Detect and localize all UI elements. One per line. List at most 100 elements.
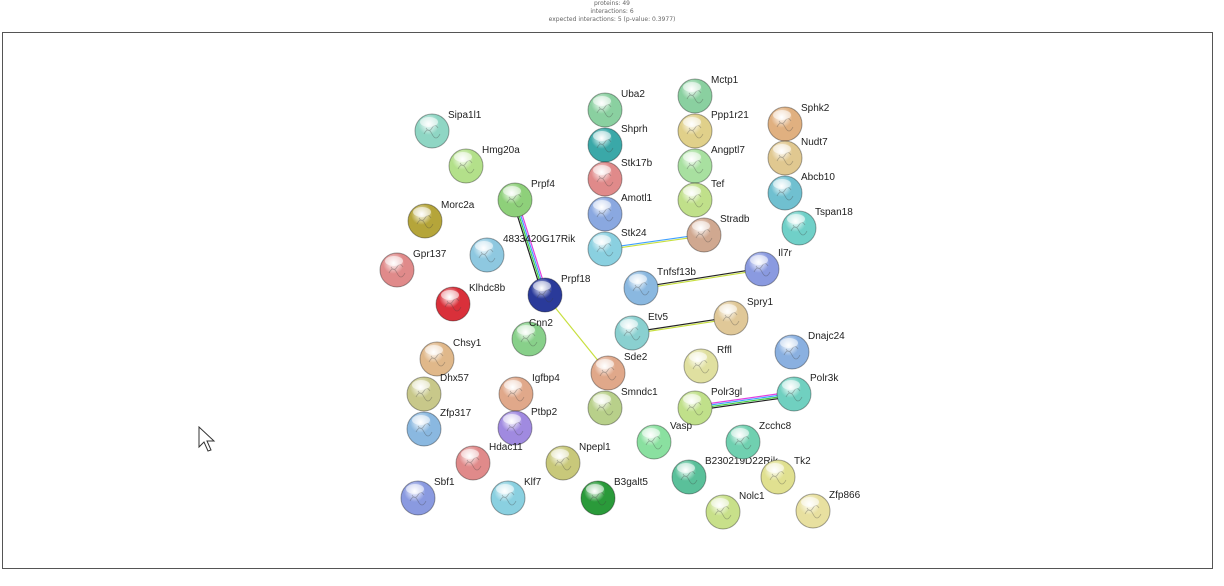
expected-interactions: expected interactions: 5 (p-value: 0.397…	[548, 16, 676, 23]
protein-structure-icon	[589, 492, 607, 506]
protein-label: Nolc1	[739, 491, 765, 502]
protein-node-prpf4[interactable]: Prpf4	[497, 179, 555, 218]
bubble-highlight	[441, 290, 459, 300]
protein-node-sphk2[interactable]: Sphk2	[767, 103, 830, 142]
protein-label: Spry1	[747, 297, 774, 308]
protein-node-rffl[interactable]: Rffl	[683, 345, 732, 384]
protein-node-chsy1[interactable]: Chsy1	[419, 338, 482, 377]
edge-tnfsf13b-il7r[interactable]	[640, 267, 763, 290]
protein-label: Prpf18	[561, 274, 591, 285]
protein-structure-icon	[457, 160, 475, 174]
bubble-highlight	[801, 497, 819, 507]
protein-node-cnn2[interactable]: Cnn2	[511, 318, 553, 357]
protein-node-spry1[interactable]: Spry1	[713, 297, 774, 336]
protein-structure-icon	[695, 229, 713, 243]
protein-node-4833420g17rik[interactable]: 4833420G17Rik	[469, 234, 576, 273]
protein-node-abcb10[interactable]: Abcb10	[767, 172, 835, 211]
protein-node-angptl7[interactable]: Angptl7	[677, 145, 745, 184]
protein-label: Abcb10	[801, 172, 835, 183]
bubble-highlight	[719, 304, 737, 314]
bubble-highlight	[517, 325, 535, 335]
protein-node-zcchc8[interactable]: Zcchc8	[725, 421, 792, 460]
protein-node-etv5[interactable]: Etv5	[614, 312, 668, 351]
protein-node-npepl1[interactable]: Npepl1	[545, 442, 611, 481]
protein-node-mctp1[interactable]: Mctp1	[677, 75, 739, 114]
protein-label: Zfp866	[829, 490, 861, 501]
protein-node-uba2[interactable]: Uba2	[587, 89, 645, 128]
bubble-highlight	[683, 394, 701, 404]
protein-node-b3galt5[interactable]: B3galt5	[580, 477, 648, 516]
protein-structure-icon	[734, 436, 752, 450]
protein-node-nolc1[interactable]: Nolc1	[705, 491, 765, 530]
protein-structure-icon	[596, 104, 614, 118]
protein-node-zfp317[interactable]: Zfp317	[406, 408, 472, 447]
protein-node-ppp1r21[interactable]: Ppp1r21	[677, 110, 749, 149]
protein-structure-icon	[804, 505, 822, 519]
protein-label: Stk24	[621, 228, 647, 239]
protein-node-sbf1[interactable]: Sbf1	[400, 477, 455, 516]
protein-node-polr3gl[interactable]: Polr3gl	[677, 387, 742, 426]
protein-node-vasp[interactable]: Vasp	[636, 421, 692, 460]
protein-structure-icon	[415, 423, 433, 437]
bubble-highlight	[593, 394, 611, 404]
interaction-count: interactions: 6	[590, 8, 634, 15]
protein-node-zfp866[interactable]: Zfp866	[795, 490, 861, 529]
protein-node-sde2[interactable]: Sde2	[590, 352, 648, 391]
protein-node-stk17b[interactable]: Stk17b	[587, 158, 653, 197]
protein-node-klf7[interactable]: Klf7	[490, 477, 542, 516]
bubble-highlight	[593, 131, 611, 141]
protein-label: Vasp	[670, 421, 692, 432]
protein-node-amotl1[interactable]: Amotl1	[587, 193, 653, 232]
protein-node-klhdc8b[interactable]: Klhdc8b	[435, 283, 506, 322]
protein-node-tspan18[interactable]: Tspan18	[781, 207, 853, 246]
protein-node-tk2[interactable]: Tk2	[760, 456, 811, 495]
protein-label: Sphk2	[801, 103, 830, 114]
bubble-highlight	[406, 484, 424, 494]
bubble-highlight	[586, 484, 604, 494]
bubble-highlight	[461, 449, 479, 459]
protein-node-il7r[interactable]: Il7r	[744, 248, 793, 287]
bubble-highlight	[731, 428, 749, 438]
protein-node-stradb[interactable]: Stradb	[686, 214, 750, 253]
protein-node-ptbp2[interactable]: Ptbp2	[497, 407, 558, 446]
protein-node-igfbp4[interactable]: Igfbp4	[498, 373, 560, 412]
protein-structure-icon	[478, 249, 496, 263]
protein-label: Smndc1	[621, 387, 658, 398]
protein-label: Uba2	[621, 89, 645, 100]
protein-node-stk24[interactable]: Stk24	[587, 228, 647, 267]
protein-label: Hmg20a	[482, 145, 520, 156]
bubble-highlight	[475, 241, 493, 251]
bubble-highlight	[620, 319, 638, 329]
protein-structure-icon	[506, 194, 524, 208]
protein-node-nudt7[interactable]: Nudt7	[767, 137, 828, 176]
protein-structure-icon	[783, 346, 801, 360]
protein-label: Sde2	[624, 352, 648, 363]
protein-node-shprh[interactable]: Shprh	[587, 124, 648, 163]
protein-node-prpf18[interactable]: Prpf18	[527, 274, 591, 313]
bubble-highlight	[689, 352, 707, 362]
protein-label: Dhx57	[440, 373, 469, 384]
protein-node-b230219d22rik[interactable]: B230219D22Rik	[671, 456, 779, 495]
bubble-highlight	[683, 82, 701, 92]
protein-node-tnfsf13b[interactable]: Tnfsf13b	[623, 267, 696, 306]
protein-structure-icon	[596, 173, 614, 187]
protein-node-dnajc24[interactable]: Dnajc24	[774, 331, 845, 370]
protein-label: Sipa1l1	[448, 110, 482, 121]
protein-structure-icon	[409, 492, 427, 506]
protein-node-hdac11[interactable]: Hdac11	[455, 442, 523, 481]
protein-node-morc2a[interactable]: Morc2a	[407, 200, 475, 239]
protein-node-polr3k[interactable]: Polr3k	[776, 373, 839, 412]
bubble-highlight	[773, 179, 791, 189]
protein-node-hmg20a[interactable]: Hmg20a	[448, 145, 520, 184]
protein-label: Stradb	[720, 214, 750, 225]
protein-node-smndc1[interactable]: Smndc1	[587, 387, 658, 426]
protein-node-dhx57[interactable]: Dhx57	[406, 373, 469, 412]
protein-structure-icon	[753, 263, 771, 277]
protein-node-gpr137[interactable]: Gpr137	[379, 249, 447, 288]
protein-structure-icon	[686, 90, 704, 104]
bubble-highlight	[782, 380, 800, 390]
protein-node-tef[interactable]: Tef	[677, 179, 725, 218]
protein-node-sipa1l1[interactable]: Sipa1l1	[414, 110, 482, 149]
